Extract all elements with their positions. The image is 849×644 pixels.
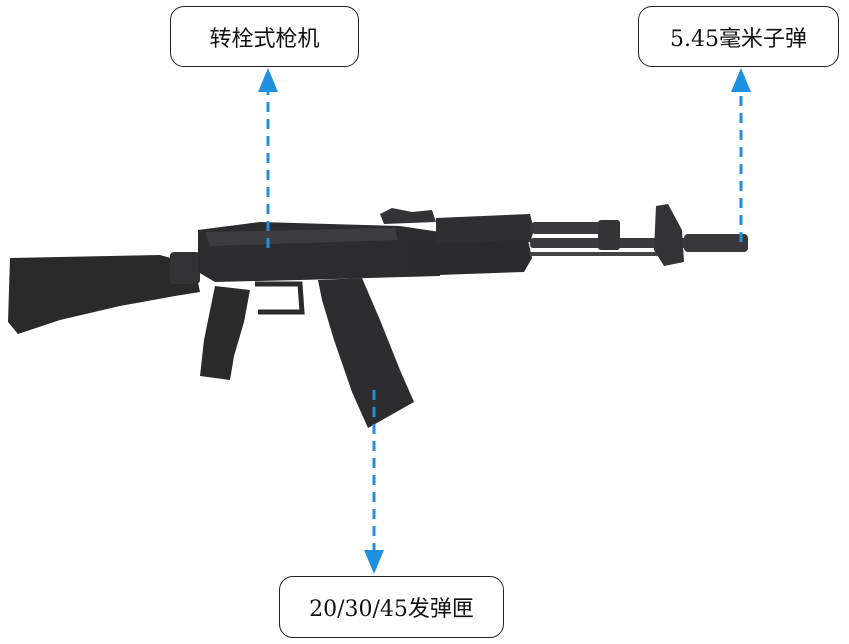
muzzle-brake bbox=[684, 234, 748, 252]
action-arrowhead bbox=[258, 68, 278, 92]
receiver-cover bbox=[205, 228, 398, 246]
upper-handguard bbox=[436, 214, 534, 244]
rifle-magazine bbox=[318, 278, 414, 428]
action-label-box: 转栓式枪机 bbox=[170, 6, 359, 67]
magazine-label: 20/30/45发弹匣 bbox=[309, 597, 474, 622]
rifle-stock bbox=[8, 255, 200, 334]
stock-hinge bbox=[170, 252, 200, 284]
pistol-grip bbox=[200, 286, 250, 380]
magazine-arrowhead bbox=[364, 550, 384, 574]
cartridge-label: 5.45毫米子弹 bbox=[670, 26, 807, 52]
action-label: 转栓式枪机 bbox=[209, 26, 320, 52]
gas-tube bbox=[530, 222, 610, 234]
trigger-guard bbox=[255, 281, 305, 315]
lower-handguard bbox=[410, 240, 532, 276]
gas-block bbox=[598, 220, 620, 250]
front-sight bbox=[654, 204, 684, 266]
rear-sight bbox=[380, 208, 436, 224]
cleaning-rod bbox=[530, 252, 660, 256]
cartridge-arrowhead bbox=[731, 68, 751, 92]
magazine-label-box: 20/30/45发弹匣 bbox=[279, 576, 504, 638]
cartridge-label-box: 5.45毫米子弹 bbox=[638, 6, 839, 67]
